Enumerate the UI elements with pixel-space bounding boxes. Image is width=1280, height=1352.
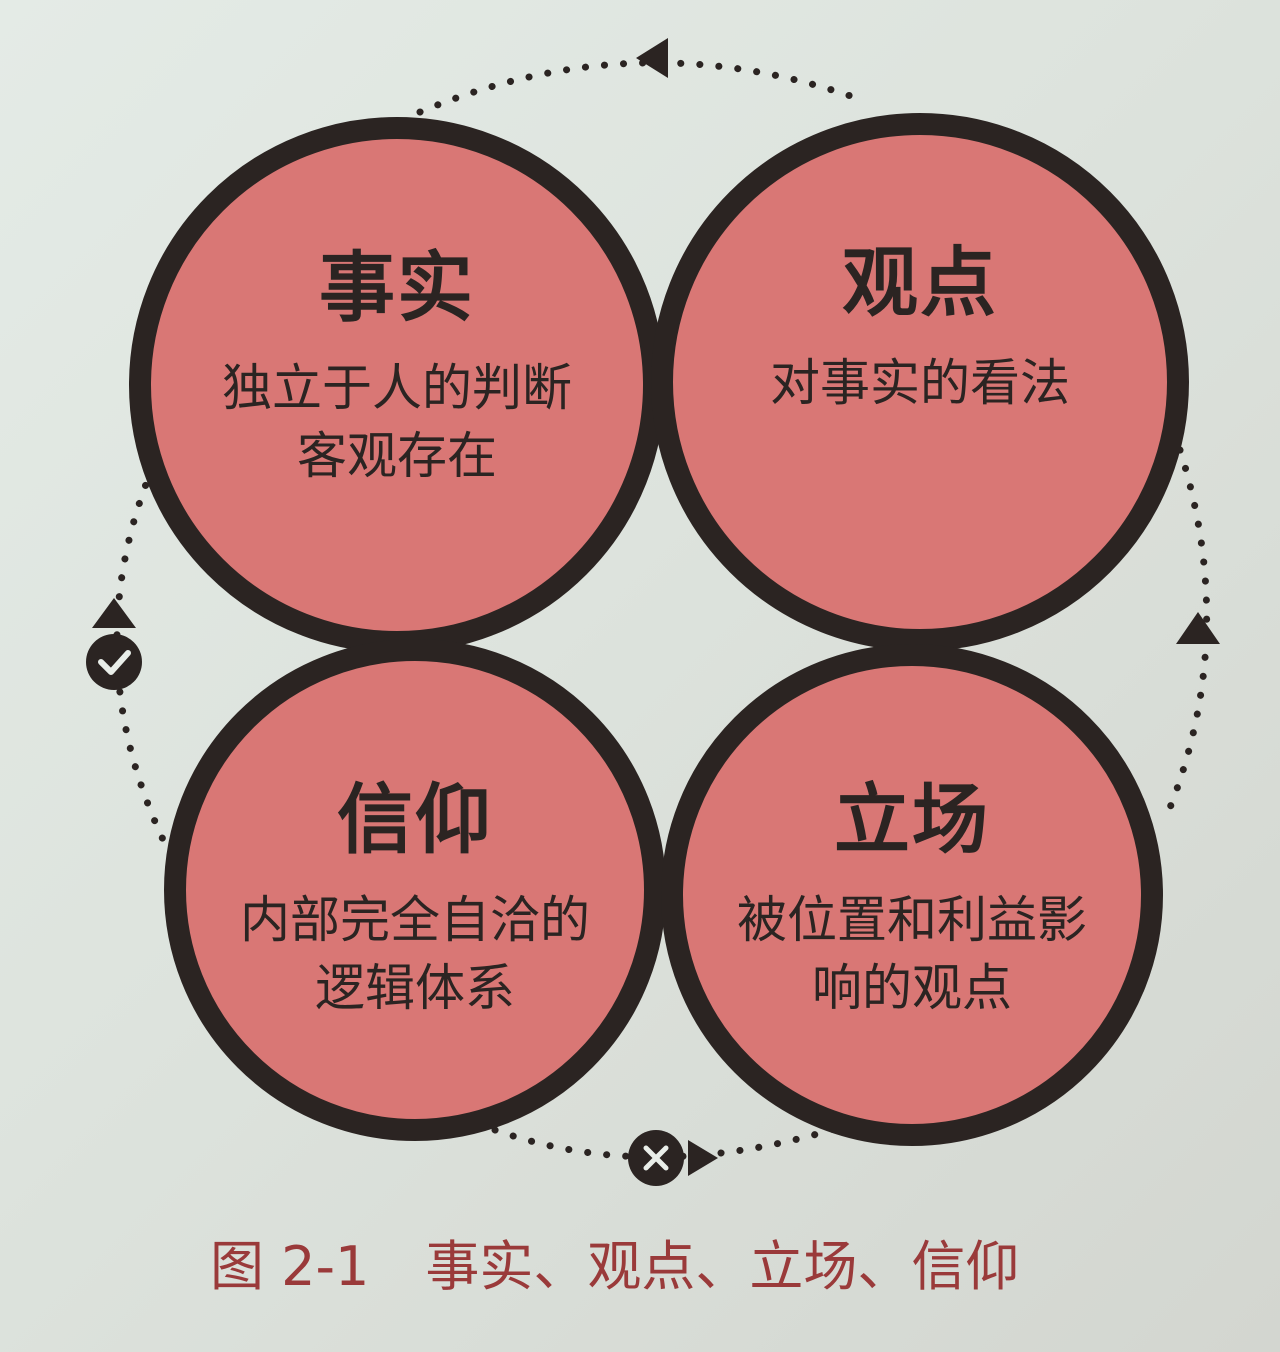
circle-opinion-desc-line-1: 对事实的看法: [770, 354, 1070, 412]
circle-belief: [164, 639, 666, 1141]
circle-stance-desc-line-1: 被位置和利益影: [737, 891, 1087, 949]
figure-caption-label: 图 2-1: [210, 1235, 370, 1298]
circle-fact-desc: 独立于人的判断 客观存在: [147, 354, 647, 490]
dotted-arc-left: [113, 446, 172, 854]
circle-belief-title: 信仰: [337, 775, 493, 864]
circle-opinion-text: 观点 对事实的看法: [670, 245, 1170, 417]
circle-belief-desc: 内部完全自洽的 逻辑体系: [165, 886, 665, 1022]
circle-belief-text: 信仰 内部完全自洽的 逻辑体系: [165, 782, 665, 1022]
circle-stance-desc: 被位置和利益影 响的观点: [662, 886, 1162, 1022]
cross-icon: [628, 1130, 684, 1186]
circle-opinion: [651, 113, 1189, 651]
triangle-arrow-icon-right: [1176, 612, 1220, 644]
circle-opinion-title: 观点: [842, 238, 998, 327]
circle-belief-desc-line-1: 内部完全自洽的: [240, 891, 590, 949]
triangle-arrow-icon-top: [636, 38, 668, 78]
figure-caption-text: 事实、观点、立场、信仰: [425, 1235, 1020, 1298]
circle-opinion-desc: 对事实的看法: [670, 349, 1170, 417]
circle-stance-desc-line-2: 响的观点: [812, 959, 1012, 1017]
check-icon: [86, 634, 142, 690]
circle-fact-desc-line-1: 独立于人的判断: [222, 359, 572, 417]
circle-belief-desc-line-2: 逻辑体系: [315, 959, 515, 1017]
triangle-arrow-icon-left: [92, 598, 136, 628]
circle-stance: [661, 644, 1163, 1146]
dotted-arc-top: [416, 59, 866, 116]
triangle-arrow-icon-bottom: [688, 1140, 718, 1176]
circle-fact-desc-line-2: 客观存在: [297, 427, 497, 485]
circle-fact-text: 事实 独立于人的判断 客观存在: [147, 250, 647, 490]
circle-stance-text: 立场 被位置和利益影 响的观点: [662, 782, 1162, 1022]
circle-stance-title: 立场: [834, 775, 990, 864]
figure-caption: 图 2-1 事实、观点、立场、信仰: [210, 1222, 1170, 1302]
circle-fact-title: 事实: [319, 243, 475, 332]
